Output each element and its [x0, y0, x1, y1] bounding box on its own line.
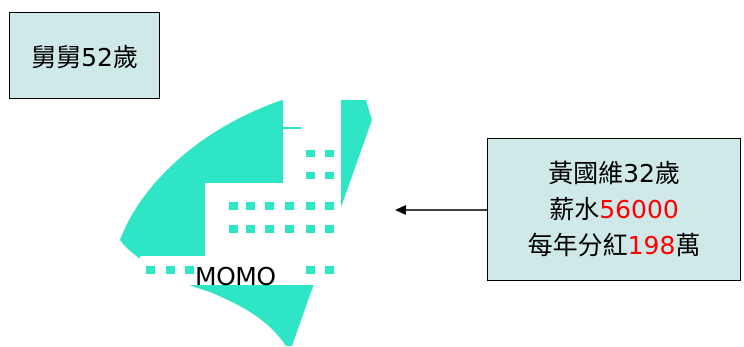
- person-info-box: 黃國維32歲 薪水56000 每年分紅198萬: [487, 138, 741, 281]
- uncle-label-box: 舅舅52歲: [9, 12, 160, 99]
- bonus-unit: 萬: [675, 230, 701, 260]
- uncle-label-text: 舅舅52歲: [31, 42, 138, 72]
- connector-arrow: [395, 205, 487, 215]
- bonus-label: 每年分紅: [527, 230, 628, 260]
- tower-ledge: [283, 127, 301, 129]
- salary-value: 56000: [599, 194, 679, 224]
- person-salary-line: 薪水56000: [549, 192, 679, 228]
- person-bonus-line: 每年分紅198萬: [528, 228, 701, 264]
- tower-windows: [306, 150, 334, 179]
- mid-windows: [229, 202, 334, 233]
- company-name-label: MOMO: [195, 262, 276, 291]
- person-name-age: 黃國維32歲: [548, 158, 680, 188]
- salary-label: 薪水: [549, 194, 600, 224]
- bonus-value: 198: [627, 230, 676, 260]
- low-windows: [146, 266, 334, 274]
